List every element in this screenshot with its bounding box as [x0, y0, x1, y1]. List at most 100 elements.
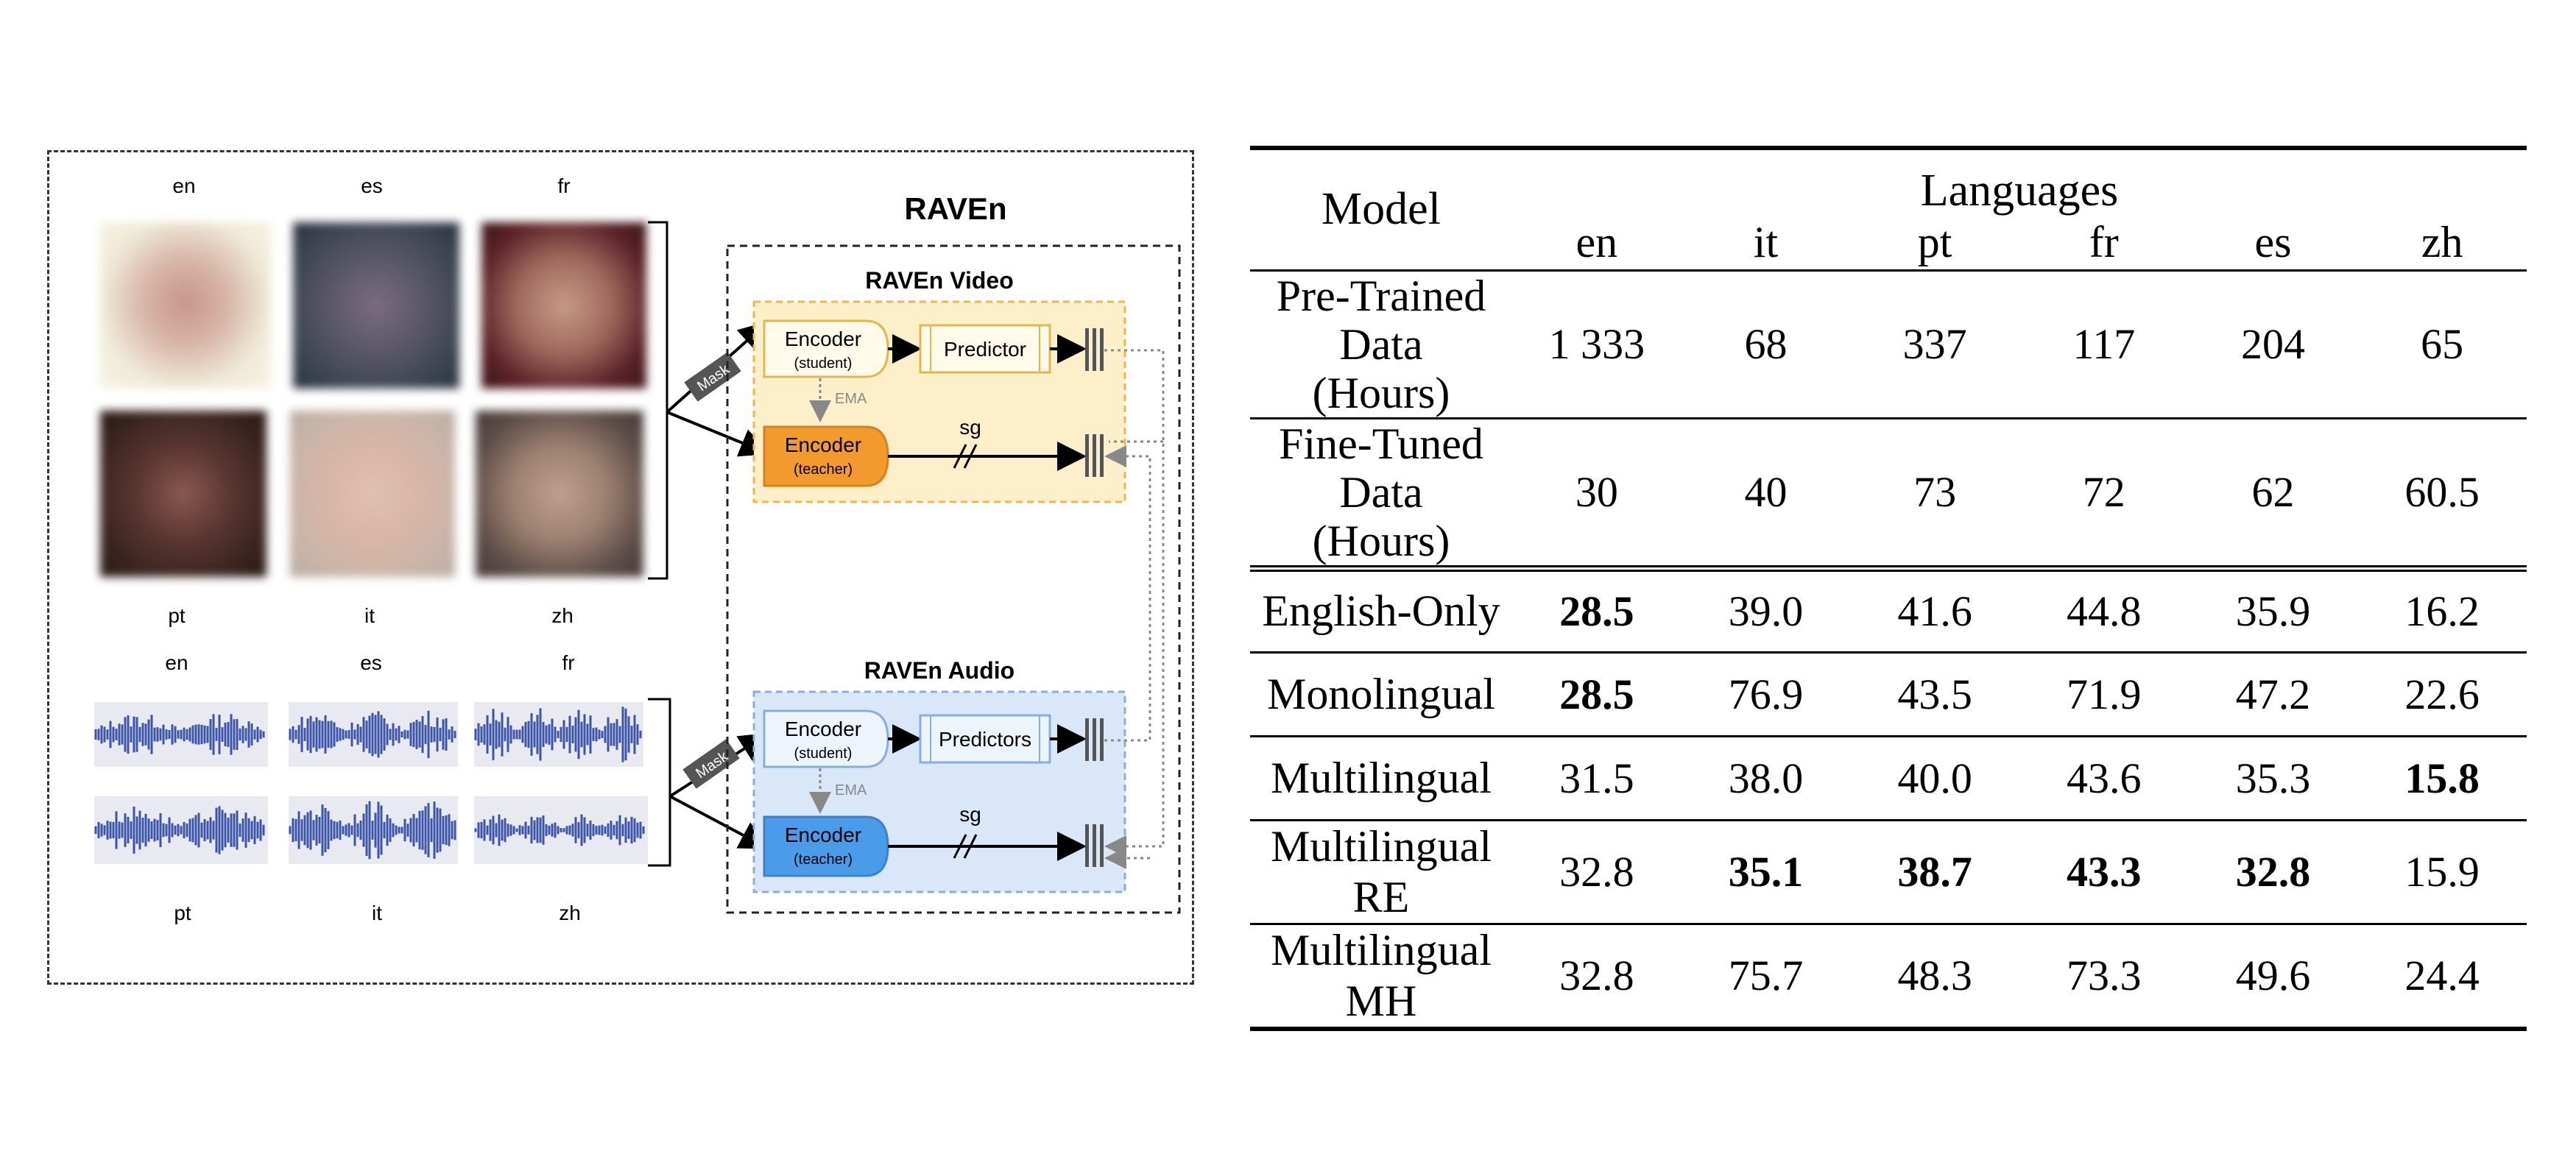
svg-text:sg: sg	[959, 803, 981, 826]
table-cell: 44.8	[2067, 587, 2142, 635]
audio-waveforms	[94, 707, 645, 860]
face-thumbnail-en	[100, 222, 271, 389]
video-lang-label: fr	[557, 174, 570, 197]
table-cell: 35.1	[1728, 848, 1804, 896]
audio-lang-label: es	[360, 651, 382, 674]
table-cell: 62	[2251, 468, 2295, 516]
svg-text:Encoder: Encoder	[785, 824, 861, 846]
table-cell: 43.5	[1897, 670, 1972, 718]
lang-header: zh	[2421, 218, 2463, 266]
table-cell: 337	[1902, 320, 1967, 368]
video-bracket	[648, 221, 668, 580]
table-cell: 41.6	[1897, 587, 1972, 635]
table-cell: 16.2	[2404, 587, 2480, 635]
svg-text:Encoder: Encoder	[785, 718, 861, 740]
table-cell: 43.3	[2067, 848, 2142, 896]
raven-title: RAVEn	[904, 191, 1006, 226]
audio-lang-label: pt	[174, 902, 191, 924]
table-cell: 68	[1744, 320, 1788, 368]
raven-diagram	[47, 150, 1194, 985]
diagram-canvas: en es fr pt it zh en es fr pt it zh Mask…	[94, 174, 1181, 924]
svg-text:(teacher): (teacher)	[794, 851, 853, 868]
video-output-bars-top	[1085, 328, 1104, 371]
table-cell: 35.9	[2235, 587, 2311, 635]
video-lang-label: it	[364, 604, 375, 627]
cross-modal-connectors	[1104, 349, 1165, 869]
table-cell: 39.0	[1728, 587, 1804, 635]
table-cell: 38.0	[1728, 754, 1804, 802]
lang-header: fr	[2089, 218, 2119, 266]
row-label: Pre-Trained Data(Hours)	[1276, 271, 1486, 417]
table-cell: 40	[1744, 468, 1788, 516]
lang-header: pt	[1917, 218, 1952, 266]
video-lang-label: pt	[168, 604, 186, 627]
row-label: Monolingual	[1266, 669, 1495, 718]
table-cell: 28.5	[1559, 670, 1634, 718]
table-cell: 65	[2421, 320, 2464, 368]
face-thumbnail-zh	[476, 411, 643, 577]
svg-text:sg: sg	[959, 416, 981, 439]
face-thumbnail-pt	[100, 411, 267, 577]
mask-tag-audio: Mask	[682, 739, 740, 789]
table-cell: 32.8	[1559, 848, 1634, 896]
table-cell: 32.8	[1559, 952, 1634, 999]
table-cell: 75.7	[1728, 952, 1804, 999]
face-thumbnail-it	[290, 411, 455, 577]
video-predictor	[919, 324, 1051, 374]
table-cell: 43.6	[2067, 754, 2142, 802]
video-lang-label: en	[172, 174, 195, 197]
table-cell: 31.5	[1559, 754, 1634, 802]
raven-inner-box	[726, 244, 1181, 914]
audio-lang-label: it	[372, 902, 382, 924]
model-header: Model	[1321, 184, 1441, 235]
audio-lang-label: fr	[562, 651, 574, 674]
video-output-bars-bottom	[1085, 434, 1104, 477]
lang-header: es	[2254, 218, 2292, 266]
table-cell: 40.0	[1897, 754, 1972, 802]
languages-header: Languages	[1920, 166, 2119, 216]
table-cell: 15.8	[2404, 754, 2480, 802]
row-label: Multilingual	[1270, 753, 1492, 802]
svg-text:(teacher): (teacher)	[794, 461, 853, 478]
table-cell: 60.5	[2404, 468, 2480, 516]
svg-text:Encoder: Encoder	[785, 327, 861, 350]
video-lang-label: zh	[551, 604, 574, 627]
svg-text:(student): (student)	[794, 746, 853, 762]
row-label: Multilingual RE	[1270, 821, 1492, 921]
audio-panel-title: RAVEn Audio	[864, 657, 1014, 684]
table-cell: 1 333	[1548, 320, 1645, 368]
table-cell: 24.4	[2404, 952, 2480, 999]
mask-tag-video: Mask	[684, 352, 741, 402]
svg-text:EMA: EMA	[835, 782, 867, 798]
lang-header: en	[1575, 218, 1618, 266]
video-panel-title: RAVEn Video	[865, 267, 1014, 294]
svg-text:(student): (student)	[794, 355, 853, 372]
table-cell: 72	[2082, 468, 2125, 516]
table-cell: 73.3	[2067, 952, 2142, 999]
table-cell: 30	[1575, 468, 1618, 516]
svg-text:Predictor: Predictor	[944, 338, 1026, 361]
row-label: English-Only	[1262, 587, 1500, 635]
table-cell: 71.9	[2067, 670, 2142, 718]
table-cell: 28.5	[1559, 587, 1634, 635]
table-cell: 38.7	[1897, 848, 1972, 896]
row-label: Multilingual MH	[1270, 925, 1492, 1025]
table-cell: 22.6	[2404, 670, 2480, 718]
lang-header: it	[1753, 218, 1779, 266]
video-lang-label: es	[361, 174, 383, 197]
row-label: Fine-Tuned Data(Hours)	[1279, 419, 1483, 565]
audio-lang-label: zh	[559, 902, 581, 924]
table-cell: 48.3	[1897, 952, 1972, 999]
face-thumbnail-es	[293, 222, 459, 389]
audio-lang-label: en	[165, 651, 188, 674]
svg-text:Encoder: Encoder	[785, 433, 861, 456]
table-cell: 76.9	[1728, 670, 1804, 718]
face-thumbnail-fr	[481, 222, 646, 389]
svg-text:EMA: EMA	[835, 391, 867, 407]
